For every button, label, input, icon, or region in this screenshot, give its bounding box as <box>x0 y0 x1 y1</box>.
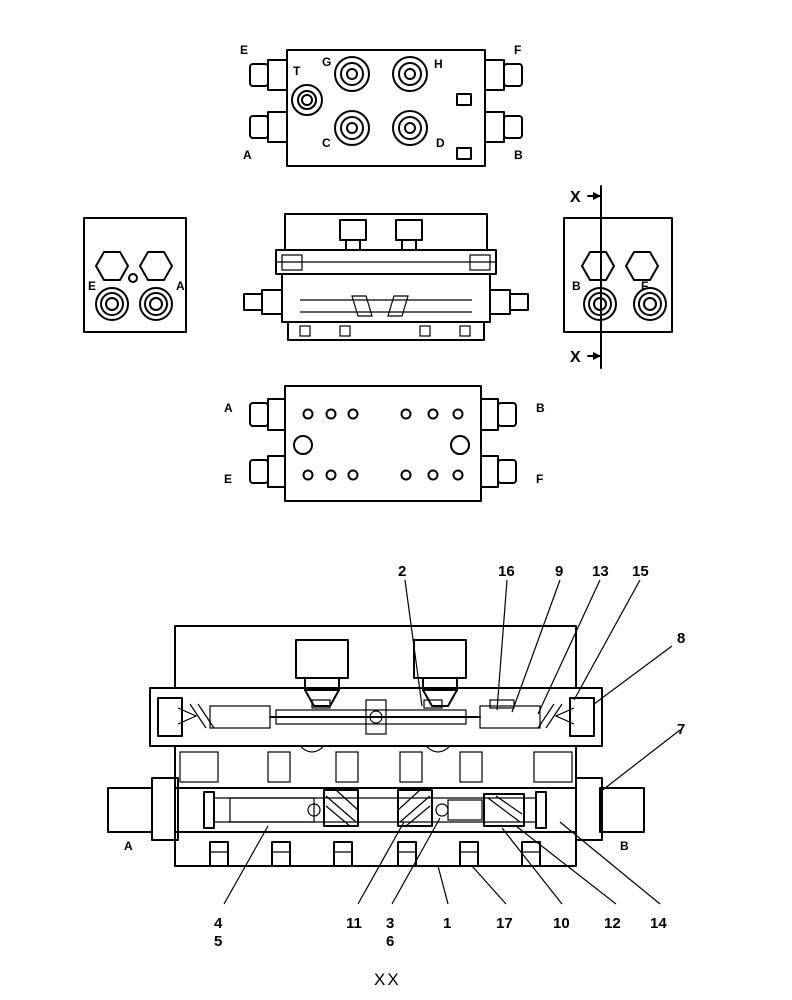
label-section-a: A <box>124 839 133 853</box>
section-view: 2 16 9 13 15 8 7 4 5 11 3 6 1 17 10 12 1… <box>107 563 685 989</box>
fitting-a <box>249 111 288 143</box>
fitting-a-section <box>107 777 215 841</box>
label-bottom-f: F <box>536 472 543 486</box>
callout-15: 15 <box>632 563 649 580</box>
port-left-a <box>139 287 173 321</box>
fitting-b-section <box>535 777 645 841</box>
callout-8: 8 <box>677 630 685 647</box>
section-mark-bottom: X <box>570 349 581 366</box>
label-bottom-e: E <box>224 472 232 486</box>
callout-13: 13 <box>592 563 609 580</box>
fitting-e <box>249 59 288 91</box>
label-d: D <box>436 136 445 150</box>
fitting-b <box>484 111 523 143</box>
hex-plug-right-1 <box>581 251 615 281</box>
callout-4: 4 <box>214 915 223 932</box>
top-view: E F A B T G H C D <box>240 43 523 167</box>
label-b: B <box>514 148 523 162</box>
section-mark-top: X <box>570 189 581 206</box>
hex-plug-right-2 <box>625 251 659 281</box>
hex-plug-left-2 <box>139 251 173 281</box>
label-e: E <box>240 43 248 57</box>
label-h: H <box>434 57 443 71</box>
bottom-view: A B E F <box>224 385 545 502</box>
label-c: C <box>322 136 331 150</box>
port-d <box>392 110 428 146</box>
right-end-view: B F X X <box>563 185 673 369</box>
label-bottom-b: B <box>536 401 545 415</box>
callout-17: 17 <box>496 915 513 932</box>
label-left-e: E <box>88 279 96 293</box>
label-bottom-a: A <box>224 401 233 415</box>
port-left-e <box>95 287 129 321</box>
label-right-b: B <box>572 279 581 293</box>
callout-12: 12 <box>604 915 621 932</box>
label-right-f: F <box>641 279 648 293</box>
cartridge-right <box>413 639 467 707</box>
callout-6: 6 <box>386 933 394 950</box>
label-t: T <box>293 64 301 78</box>
callout-11: 11 <box>346 915 362 932</box>
callout-9: 9 <box>555 563 563 580</box>
callout-3: 3 <box>386 915 394 932</box>
callout-10: 10 <box>553 915 570 932</box>
section-title: XX <box>374 970 401 989</box>
label-left-a: A <box>176 279 185 293</box>
cartridge-left <box>295 639 349 707</box>
label-a: A <box>243 148 252 162</box>
section-line: X X <box>570 185 602 369</box>
label-section-b: B <box>620 839 629 853</box>
callout-14: 14 <box>650 915 667 932</box>
port-t <box>291 84 323 116</box>
port-c <box>334 110 370 146</box>
port-g <box>334 56 370 92</box>
fitting-f <box>484 59 523 91</box>
hex-plug-left-1 <box>95 251 129 281</box>
leader-lines <box>223 579 681 905</box>
label-f: F <box>514 43 521 57</box>
callout-1: 1 <box>443 915 451 932</box>
left-end-view: E A <box>83 217 187 333</box>
callout-5: 5 <box>214 933 222 950</box>
port-right-f <box>633 287 667 321</box>
port-h <box>392 56 428 92</box>
label-g: G <box>322 55 331 69</box>
callout-16: 16 <box>498 563 515 580</box>
front-view <box>243 213 529 341</box>
callout-7: 7 <box>677 721 685 738</box>
callout-2: 2 <box>398 563 406 580</box>
